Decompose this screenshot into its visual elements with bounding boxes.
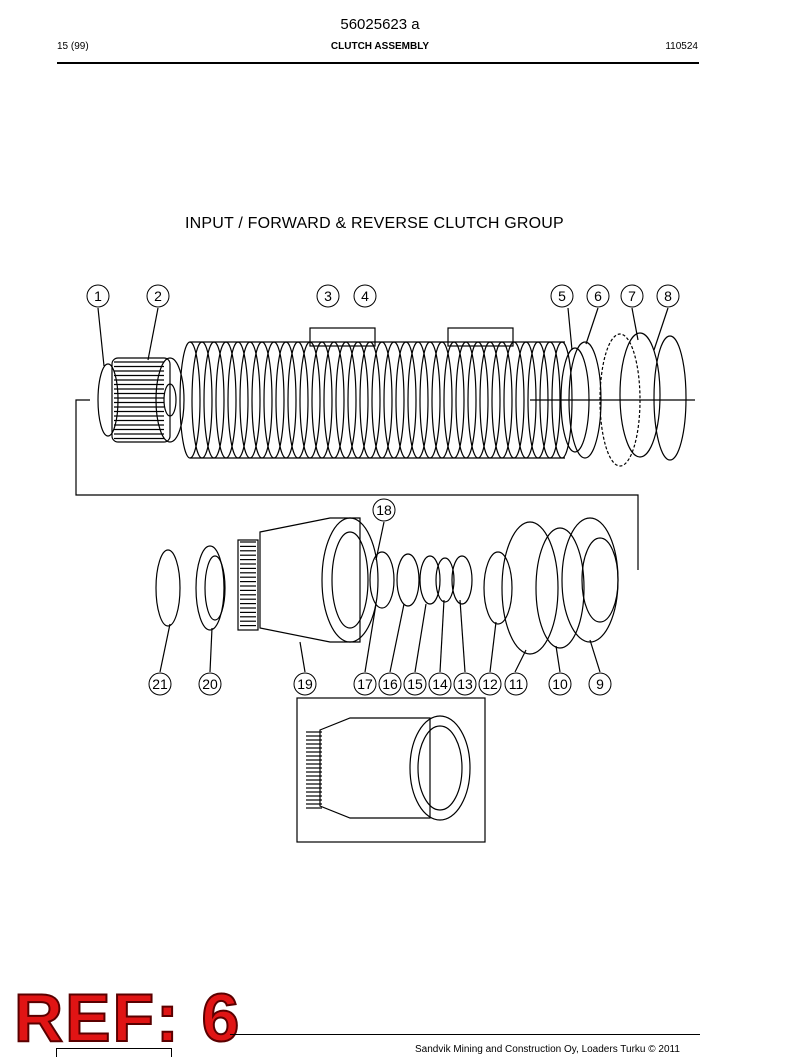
callout-15: 15 bbox=[403, 672, 427, 696]
callout-label: 7 bbox=[628, 288, 636, 304]
section-title: CLUTCH ASSEMBLY bbox=[330, 41, 430, 52]
callout-3: 3 bbox=[316, 284, 340, 308]
callout-label: 11 bbox=[509, 676, 524, 692]
callout-9: 9 bbox=[588, 672, 612, 696]
callout-2: 2 bbox=[146, 284, 170, 308]
page-number: 15 (99) bbox=[57, 41, 89, 52]
callout-12: 12 bbox=[478, 672, 502, 696]
callout-19: 19 bbox=[293, 672, 317, 696]
ref-stamp: REF: 6 bbox=[13, 980, 242, 1056]
footer-copyright: Sandvik Mining and Construction Oy, Load… bbox=[415, 1044, 680, 1055]
revision-code: 110524 bbox=[665, 41, 698, 52]
callout-label: 18 bbox=[376, 502, 392, 518]
callout-16: 16 bbox=[378, 672, 402, 696]
callout-label: 2 bbox=[154, 288, 162, 304]
callout-7: 7 bbox=[620, 284, 644, 308]
callout-label: 8 bbox=[664, 288, 672, 304]
callout-label: 3 bbox=[324, 288, 332, 304]
plate-stack-upper bbox=[179, 341, 573, 459]
callout-label: 13 bbox=[457, 676, 473, 692]
callout-8: 8 bbox=[656, 284, 680, 308]
header-divider bbox=[57, 62, 699, 64]
callout-label: 4 bbox=[361, 288, 369, 304]
footer-divider bbox=[230, 1034, 700, 1035]
callout-label: 1 bbox=[94, 288, 102, 304]
callout-label: 17 bbox=[357, 676, 373, 692]
figure-title: INPUT / FORWARD & REVERSE CLUTCH GROUP bbox=[185, 215, 564, 232]
callout-21: 21 bbox=[148, 672, 172, 696]
callout-1: 1 bbox=[86, 284, 110, 308]
callout-label: 21 bbox=[152, 676, 168, 692]
callout-label: 16 bbox=[382, 676, 398, 692]
callout-label: 14 bbox=[432, 676, 448, 692]
document-number: 56025623 a bbox=[340, 16, 420, 33]
callout-20: 20 bbox=[198, 672, 222, 696]
callout-6: 6 bbox=[586, 284, 610, 308]
callout-11: 11 bbox=[504, 672, 528, 696]
callout-label: 19 bbox=[297, 676, 313, 692]
callout-label: 15 bbox=[407, 676, 423, 692]
callout-label: 9 bbox=[596, 676, 604, 692]
callout-5: 5 bbox=[550, 284, 574, 308]
callout-label: 5 bbox=[558, 288, 566, 304]
callout-label: 20 bbox=[202, 676, 218, 692]
callout-13: 13 bbox=[453, 672, 477, 696]
callout-label: 10 bbox=[552, 676, 568, 692]
callout-14: 14 bbox=[428, 672, 452, 696]
callout-label: 12 bbox=[482, 676, 498, 692]
callout-label: 6 bbox=[594, 288, 602, 304]
callout-18: 18 bbox=[372, 498, 396, 522]
callout-17: 17 bbox=[353, 672, 377, 696]
callout-10: 10 bbox=[548, 672, 572, 696]
callout-4: 4 bbox=[353, 284, 377, 308]
